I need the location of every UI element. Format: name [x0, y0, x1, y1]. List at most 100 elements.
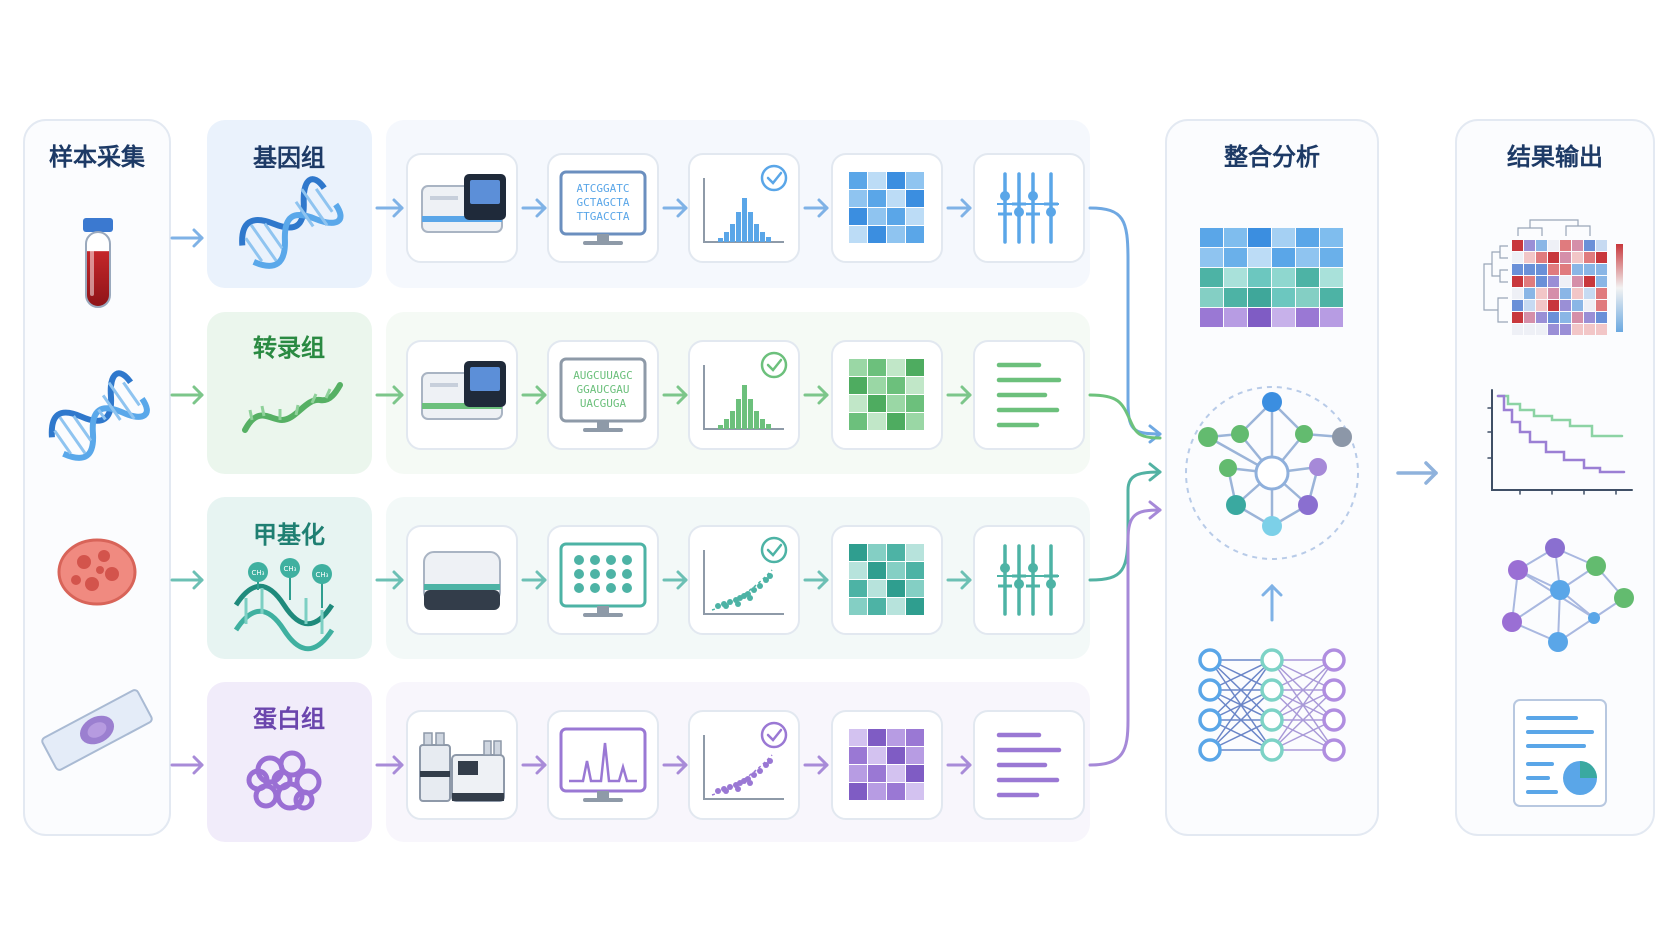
data-matrix-icon	[849, 544, 924, 615]
biomarker-network-icon	[1502, 538, 1634, 652]
matrix-cell	[849, 765, 867, 782]
scatter-point	[751, 772, 757, 778]
histogram-bar	[760, 232, 765, 242]
histogram-bar	[730, 224, 735, 242]
array-spot	[590, 555, 600, 565]
heatmap-cell	[1512, 264, 1523, 275]
matrix-cell	[887, 190, 905, 207]
matrix-cell	[1224, 308, 1247, 327]
matrix-cell	[1200, 268, 1223, 287]
matrix-cell	[849, 580, 867, 597]
heatmap-cell	[1596, 276, 1607, 287]
heatmap-cell	[1524, 252, 1535, 263]
matrix-cell	[1272, 248, 1295, 267]
histogram-bar	[736, 212, 741, 242]
scatter-point	[751, 587, 757, 593]
step-arrow	[662, 570, 688, 590]
heatmap-cell	[1512, 276, 1523, 287]
step-arrow	[946, 755, 972, 775]
step-arrow	[803, 198, 829, 218]
matrix-cell	[1248, 228, 1271, 247]
nn-node	[1198, 738, 1222, 762]
step-arrow	[521, 385, 547, 405]
genome-title: 基因组	[253, 144, 325, 172]
scatter-point	[747, 780, 753, 786]
heatmap-cell	[1536, 324, 1547, 335]
heatmap-cell	[1536, 240, 1547, 251]
matrix-cell	[887, 562, 905, 579]
heatmap-cell	[1584, 324, 1595, 335]
heatmap-cell	[1560, 300, 1571, 311]
step-arrow	[521, 198, 547, 218]
heatmap-cell	[1584, 240, 1595, 251]
matrix-cell	[1320, 288, 1343, 307]
check-circle-icon	[760, 164, 788, 192]
matrix-cell	[1200, 288, 1223, 307]
matrix-cell	[868, 413, 886, 430]
array-spot	[590, 583, 600, 593]
matrix-cell	[887, 729, 905, 746]
heatmap-cell	[1584, 252, 1595, 263]
nn-node	[1322, 708, 1346, 732]
pipeline-step-box	[831, 153, 943, 263]
heatmap-cell	[1596, 240, 1607, 251]
heatmap-cell	[1548, 288, 1559, 299]
matrix-cell	[1248, 308, 1271, 327]
integration-title: 整合分析	[1224, 143, 1320, 171]
pipeline-steps: ATCGGATCGCTAGCTATTGACCTAAUGCUUAGCGGAUCGA…	[375, 153, 1085, 820]
histogram-bar	[748, 399, 753, 429]
matrix-cell	[1296, 228, 1319, 247]
heatmap-cell	[1536, 264, 1547, 275]
matrix-cell	[1320, 268, 1343, 287]
report-document-icon	[1513, 699, 1607, 807]
histogram-bar	[748, 212, 753, 242]
pipeline-to-integration-connectors	[1088, 206, 1162, 767]
sequencer-icon	[421, 361, 506, 420]
heatmap-cell	[1536, 276, 1547, 287]
matrix-cell	[849, 359, 867, 376]
heatmap-cell	[1584, 312, 1595, 323]
matrix-cell	[868, 598, 886, 615]
pipeline-step-box	[406, 710, 518, 820]
heatmap-cell	[1536, 252, 1547, 263]
rna-strand-icon	[242, 382, 343, 433]
matrix-cell	[906, 226, 924, 243]
dna-helix-icon	[48, 370, 150, 461]
integration-to-output-arrow	[1396, 461, 1438, 485]
matrix-cell	[887, 208, 905, 225]
matrix-cell	[868, 544, 886, 561]
step-arrow	[803, 385, 829, 405]
step-arrow	[662, 385, 688, 405]
array-spot	[574, 583, 584, 593]
matrix-cell	[1248, 248, 1271, 267]
step-arrow	[946, 385, 972, 405]
genome-card	[207, 120, 372, 288]
heatmap-cell	[1572, 276, 1583, 287]
matrix-cell	[906, 359, 924, 376]
sequencer-icon	[421, 174, 506, 233]
heatmap-cell	[1596, 288, 1607, 299]
nn-node	[1198, 708, 1222, 732]
pipeline-step-box	[688, 153, 800, 263]
matrix-cell	[1296, 268, 1319, 287]
heatmap-cell	[1512, 300, 1523, 311]
histogram-bar	[724, 232, 729, 242]
sequence-text: ATCGGATC	[577, 182, 630, 195]
heatmap-cell	[1548, 312, 1559, 323]
heatmap-cell	[1512, 240, 1523, 251]
heatmap-cell	[1548, 276, 1559, 287]
tissue-sample-icon	[57, 538, 137, 606]
pipeline-step-box	[973, 340, 1085, 450]
pipeline-step-box	[406, 525, 518, 635]
histogram-bar	[766, 424, 771, 429]
heatmap-cell	[1572, 252, 1583, 263]
pipeline-step-box	[973, 710, 1085, 820]
pipeline-step-box	[547, 710, 659, 820]
matrix-cell	[1320, 228, 1343, 247]
matrix-cell	[868, 562, 886, 579]
data-matrix-icon	[849, 359, 924, 430]
feature-list-icon	[996, 362, 1062, 428]
matrix-cell	[849, 208, 867, 225]
matrix-cell	[887, 580, 905, 597]
